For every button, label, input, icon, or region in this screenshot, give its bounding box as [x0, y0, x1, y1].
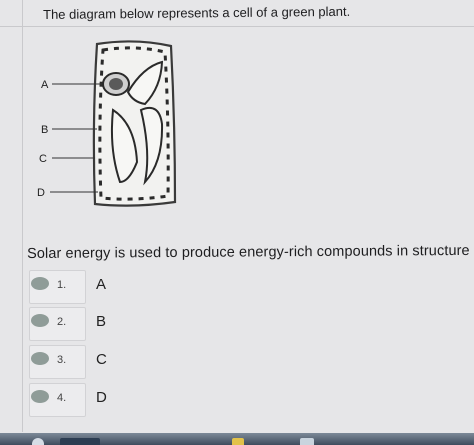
choice-1[interactable]: 1. A: [19, 270, 199, 304]
choice-4[interactable]: 4. D: [19, 383, 199, 417]
choice-number: 2.: [57, 316, 67, 328]
radio-button[interactable]: [31, 314, 49, 327]
label-a: A: [41, 79, 49, 91]
start-button-icon[interactable]: [32, 438, 44, 445]
radio-button[interactable]: [31, 390, 49, 403]
vacuole-upper: [126, 60, 164, 106]
label-d: D: [37, 187, 45, 199]
label-b: B: [41, 124, 48, 136]
app-icon[interactable]: [232, 438, 244, 445]
question-intro: The diagram below represents a cell of a…: [43, 3, 351, 22]
frame-left-line: [22, 0, 23, 432]
vacuole-left: [110, 108, 139, 184]
choice-number: 3.: [57, 354, 67, 366]
label-c: C: [39, 153, 47, 165]
choice-letter: A: [96, 276, 107, 293]
choice-letter: B: [96, 313, 107, 330]
frame-top-line: [0, 26, 474, 27]
cell-membrane: [98, 46, 170, 201]
choice-letter: D: [96, 389, 107, 406]
choice-number: 1.: [57, 279, 67, 291]
choice-3[interactable]: 3. C: [19, 345, 199, 379]
vacuole-right: [139, 106, 164, 186]
taskbar: [0, 433, 474, 445]
choice-box: [29, 270, 86, 304]
radio-button[interactable]: [31, 277, 49, 290]
app-icon[interactable]: [60, 438, 100, 445]
app-icon[interactable]: [300, 438, 314, 445]
choice-letter: C: [96, 351, 107, 368]
choice-2[interactable]: 2. B: [19, 307, 199, 341]
choice-box: [29, 345, 86, 379]
radio-button[interactable]: [31, 352, 49, 365]
nucleolus: [109, 78, 123, 90]
choice-number: 4.: [57, 392, 67, 404]
question-prompt: Solar energy is used to produce energy-r…: [27, 242, 470, 262]
plant-cell-diagram: A B C D: [37, 40, 177, 207]
